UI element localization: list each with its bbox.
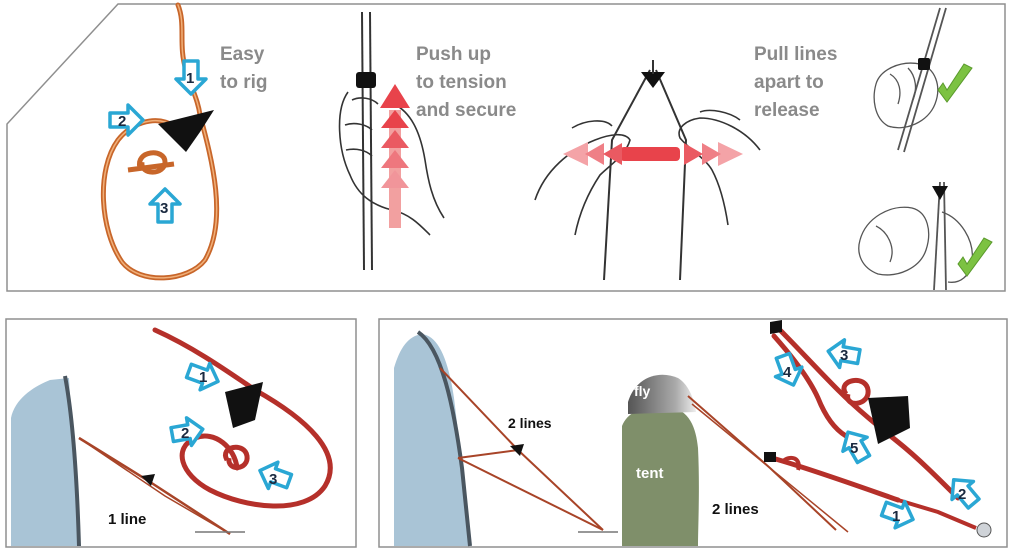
label-pull-lines: Pull lines: [754, 44, 837, 65]
bottom-left-panel: 1 line 1 2 3: [5, 318, 357, 548]
step-number-1: 1: [199, 369, 207, 386]
knot: [223, 444, 250, 470]
label-to-tension: to tension: [416, 72, 507, 93]
push-up-illustration: [338, 11, 445, 271]
step-number-1: 1: [186, 70, 194, 87]
step-number-3: 3: [269, 471, 277, 488]
easy-rig-illustration: 1 2 3: [100, 2, 220, 281]
stake-head: [976, 522, 992, 538]
tensioner-block: [641, 72, 665, 88]
detail-tensioner: [868, 396, 910, 444]
step-number-2: 2: [181, 425, 189, 442]
tensioner-block: [356, 72, 376, 88]
push-arrow: [380, 84, 410, 228]
bottom-right-svg: 2 lines fly tent 2 lines 3 4 5 2 1: [378, 318, 1008, 548]
tensioner-block: [141, 474, 155, 486]
wall-shape: [11, 378, 77, 546]
label-apart-to: apart to: [754, 72, 824, 93]
step-number-2: 2: [118, 113, 126, 130]
detail-cord-main: [775, 325, 961, 501]
sketch-upper: [873, 7, 947, 153]
step-number-3: 3: [840, 347, 848, 364]
step-number-4: 4: [783, 364, 792, 381]
top-panel-svg: 1 2 3 Easy to rig Push up to tension and…: [6, 2, 1006, 292]
right-hand-outline: [678, 109, 761, 226]
wall-shape: [394, 334, 468, 546]
two-lines-label-upper: 2 lines: [508, 415, 552, 431]
label-easy: Easy: [220, 44, 265, 65]
top-panel: 1 2 3 Easy to rig Push up to tension and…: [6, 2, 1006, 292]
bottom-left-svg: 1 line 1 2 3: [5, 318, 357, 548]
bottom-right-panel: 2 lines fly tent 2 lines 3 4 5 2 1: [378, 318, 1008, 548]
label-push-up: Push up: [416, 44, 491, 65]
label-release: release: [754, 100, 820, 121]
one-line-label: 1 line: [108, 511, 146, 528]
label-to-rig: to rig: [220, 72, 268, 93]
fly-label: fly: [634, 383, 651, 399]
knot: [127, 150, 175, 175]
tensioner-block-detail: [225, 382, 263, 428]
step-number-5: 5: [850, 440, 858, 457]
label-and-secure: and secure: [416, 100, 516, 121]
guy-line-lower: [457, 457, 604, 531]
hand-outline: [338, 91, 445, 236]
tensioner-block: [158, 110, 214, 152]
fly-shape: [628, 374, 696, 414]
step-number-2: 2: [958, 486, 966, 503]
step-number-3: 3: [160, 200, 168, 217]
pull-arrow: [563, 142, 743, 166]
tensioner-block: [510, 444, 524, 456]
step-number-1: 1: [892, 508, 900, 525]
tent-label: tent: [636, 465, 664, 482]
tent-shape: [622, 405, 699, 546]
top-panel-border: [6, 3, 1006, 292]
two-lines-label-lower: 2 lines: [712, 501, 759, 518]
detail-knot: [841, 378, 871, 406]
pull-apart-illustration: [534, 60, 761, 281]
